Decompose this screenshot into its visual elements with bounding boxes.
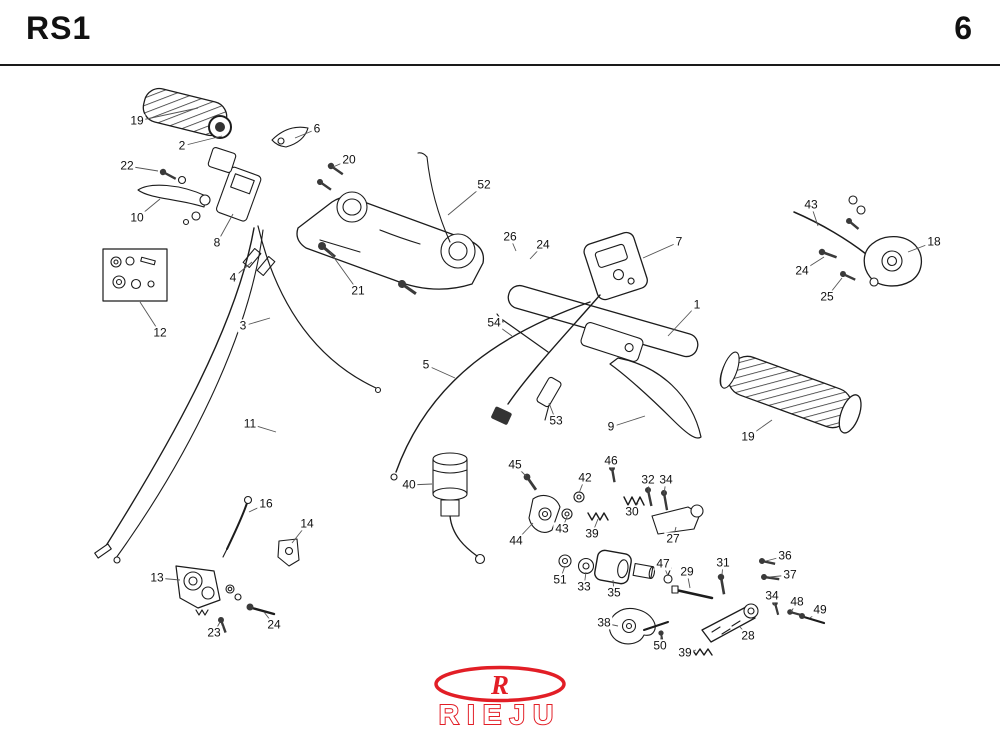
part-number-callout: 48 <box>788 594 806 609</box>
right-grip <box>719 351 862 434</box>
part-number-callout: 34 <box>763 588 781 603</box>
part-number-callout: 24 <box>534 237 552 252</box>
part-number-callout: 27 <box>664 531 682 546</box>
footpeg-mount-cluster <box>558 549 780 600</box>
part-number-callout: 8 <box>211 235 223 250</box>
hardware-kit-box <box>102 248 168 302</box>
part-number-callout: 7 <box>673 234 685 249</box>
part-number-callout: 31 <box>714 555 732 570</box>
front-brake-lever-assembly <box>137 147 262 226</box>
footpeg-assembly <box>608 600 826 656</box>
part-number-callout: 1 <box>691 297 703 312</box>
part-number-callout: 34 <box>657 472 675 487</box>
left-grip <box>142 87 232 139</box>
fluid-reservoir <box>432 452 486 565</box>
fastener-screws-top <box>159 162 344 191</box>
part-number-callout: 16 <box>257 496 275 511</box>
part-number-callout: 19 <box>128 113 146 128</box>
part-number-callout: 38 <box>595 615 613 630</box>
part-number-callout: 47 <box>654 556 672 571</box>
part-number-callout: 3 <box>237 318 249 333</box>
part-number-callout: 46 <box>602 453 620 468</box>
part-number-callout: 2 <box>176 138 188 153</box>
part-number-callout: 11 <box>241 416 259 431</box>
part-number-callout: 42 <box>576 470 594 485</box>
part-number-callout: 51 <box>551 572 569 587</box>
choke-lever <box>271 126 309 148</box>
logo-wordmark: RIEJU <box>439 699 561 730</box>
rear-master-cylinder-group <box>175 495 300 634</box>
part-number-callout: 19 <box>739 429 757 444</box>
part-number-callout: 49 <box>811 602 829 617</box>
rieju-logo: R RIEJU <box>434 665 566 731</box>
part-number-callout: 9 <box>605 419 617 434</box>
part-number-callout: 25 <box>818 289 836 304</box>
part-number-callout: 43 <box>553 521 571 536</box>
header-divider <box>0 64 1000 66</box>
part-number-callout: 26 <box>501 229 519 244</box>
part-number-callout: 53 <box>547 413 565 428</box>
part-number-callout: 52 <box>475 177 493 192</box>
logo-oval <box>434 665 566 703</box>
part-number-callout: 24 <box>265 617 283 632</box>
part-number-callout: 44 <box>507 533 525 548</box>
part-number-callout: 6 <box>311 121 323 136</box>
part-number-callout: 22 <box>118 158 136 173</box>
part-number-callout: 24 <box>793 263 811 278</box>
part-number-callout: 45 <box>506 457 524 472</box>
part-number-callout: 23 <box>205 625 223 640</box>
part-number-callout: 35 <box>605 585 623 600</box>
part-number-callout: 43 <box>802 197 820 212</box>
part-number-callout: 28 <box>739 628 757 643</box>
part-number-callout: 54 <box>485 315 503 330</box>
cable-adjusters <box>242 247 276 277</box>
part-number-callout: 33 <box>575 579 593 594</box>
part-number-callout: 21 <box>349 283 367 298</box>
part-number-callout: 37 <box>781 567 799 582</box>
part-number-callout: 29 <box>678 564 696 579</box>
part-number-callout: 13 <box>148 570 166 585</box>
part-number-callout: 36 <box>776 548 794 563</box>
part-number-callout: 20 <box>340 152 358 167</box>
handlebar-clamp <box>296 152 485 290</box>
part-number-callout: 4 <box>227 270 239 285</box>
part-number-callout: 32 <box>639 472 657 487</box>
part-number-callout: 10 <box>128 210 146 225</box>
part-number-callout: 30 <box>623 504 641 519</box>
clutch-lever-assembly <box>536 322 702 439</box>
part-number-callout: 40 <box>400 477 418 492</box>
part-number-callout: 12 <box>151 325 169 340</box>
part-number-callout: 39 <box>583 526 601 541</box>
rear-brake-caliper-group <box>793 195 922 287</box>
part-number-callout: 5 <box>420 357 432 372</box>
logo-monogram: R <box>490 670 509 700</box>
part-number-callout: 14 <box>298 516 316 531</box>
switch-housing <box>491 231 648 425</box>
page-number: 6 <box>954 10 972 46</box>
gear-lever-cluster <box>523 465 704 535</box>
model-title: RS1 <box>26 10 92 46</box>
part-number-callout: 18 <box>925 234 943 249</box>
